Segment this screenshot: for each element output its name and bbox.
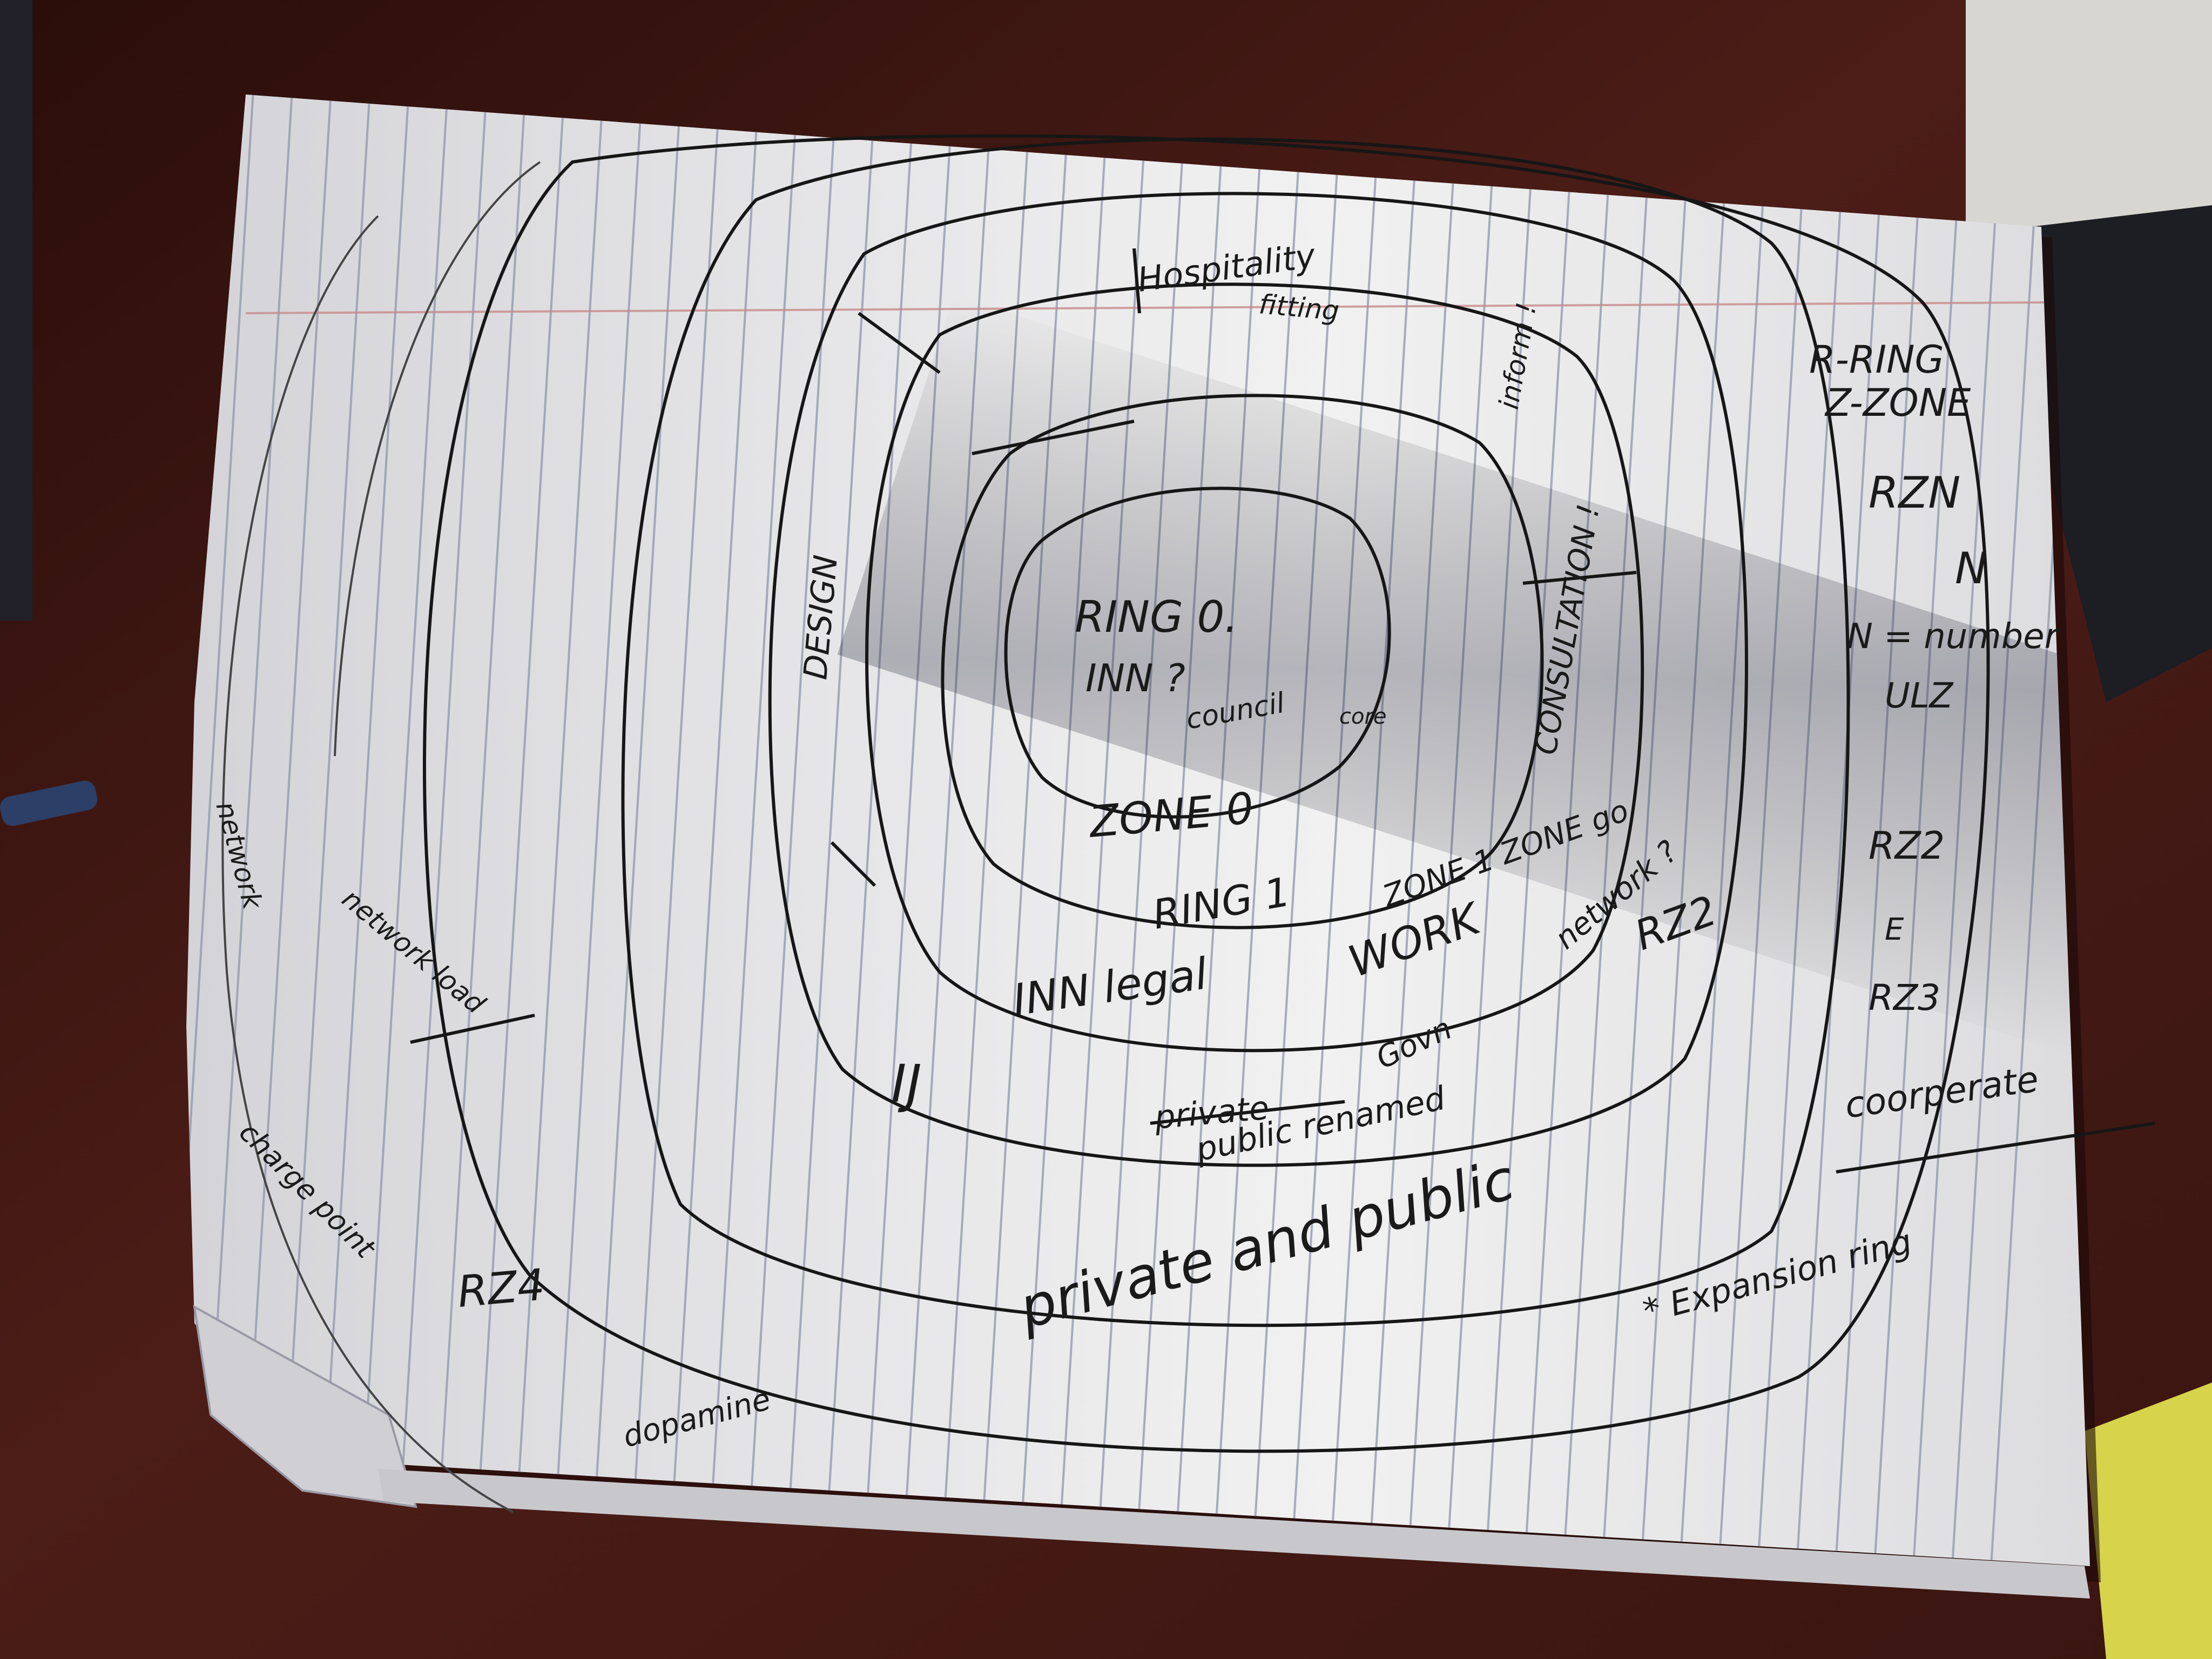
margin-line xyxy=(245,301,2047,314)
fitting-label: fitting xyxy=(1258,288,1340,327)
rule-line xyxy=(394,95,488,1566)
rule-line xyxy=(1327,95,1421,1566)
radiator xyxy=(1966,0,2212,232)
ring-3 xyxy=(768,192,1749,1167)
strike-line xyxy=(1150,1100,1345,1125)
rule-line xyxy=(666,95,760,1566)
rule-line xyxy=(822,95,916,1566)
cloth-pile xyxy=(2031,205,2212,702)
tick-mark xyxy=(830,841,876,887)
rule-line xyxy=(1094,95,1188,1566)
legend-underline xyxy=(1836,1122,2155,1174)
ring-innermost xyxy=(1004,487,1391,819)
ring-4 xyxy=(621,137,1850,1327)
rule-line xyxy=(1211,95,1305,1566)
rule-line xyxy=(186,95,255,1566)
legend-line-4: N xyxy=(1955,543,1987,594)
rule-line xyxy=(316,95,410,1566)
legend-line-3: RZN xyxy=(1869,468,1960,518)
ring-5 xyxy=(422,134,1990,1453)
tick-mark xyxy=(858,312,941,374)
curled-corner xyxy=(193,1305,417,1508)
tick-mark xyxy=(1132,248,1141,314)
rule-line xyxy=(705,95,799,1566)
ring-7-pencil xyxy=(334,161,541,757)
tick-mark xyxy=(1522,571,1637,585)
rule-line xyxy=(278,95,372,1566)
rule-line xyxy=(744,95,838,1566)
rule-line xyxy=(550,95,644,1566)
legend-line-8: E xyxy=(1885,912,1904,947)
laptop-edge xyxy=(0,0,32,621)
ring-2 xyxy=(865,282,1644,1053)
tick-mark xyxy=(972,420,1135,455)
legend-line-6: ULZ xyxy=(1885,676,1954,716)
legend-line-5: N = number xyxy=(1847,617,2061,657)
inn-label: INN ? xyxy=(1085,656,1185,700)
legend-line-1: R-RING xyxy=(1809,338,1944,382)
paper-sheet xyxy=(186,95,2090,1566)
rule-line xyxy=(433,95,527,1566)
ij-label: IJ xyxy=(891,1054,922,1114)
rule-line xyxy=(783,95,877,1566)
rule-line xyxy=(1250,95,1344,1566)
rz4-label: RZ4 xyxy=(456,1259,547,1317)
rule-line xyxy=(1133,95,1227,1566)
rule-line xyxy=(511,95,605,1566)
rule-line xyxy=(1172,95,1266,1566)
rule-line xyxy=(1055,95,1149,1566)
rule-line xyxy=(628,95,721,1566)
ruled-lines xyxy=(186,95,2090,1566)
legend-line-7: RZ2 xyxy=(1869,824,1945,868)
pen xyxy=(0,780,98,826)
ring-1 xyxy=(941,394,1544,929)
yellow-object xyxy=(2085,1382,2212,1659)
rule-line xyxy=(1016,95,1110,1566)
core-label: core xyxy=(1339,704,1387,729)
ring-diagram xyxy=(221,134,2155,1513)
tick-mark xyxy=(410,1014,535,1044)
rule-line xyxy=(589,95,683,1566)
shadow-band xyxy=(837,295,2090,1055)
legend-line-9: RZ3 xyxy=(1869,977,1940,1019)
rule-line xyxy=(355,95,449,1566)
rule-line xyxy=(472,95,566,1566)
page-stack-edge xyxy=(378,1469,2090,1599)
rule-line xyxy=(1289,95,1382,1566)
legend-line-2: Z-ZONE xyxy=(1824,381,1971,425)
ring0-label: RING 0. xyxy=(1075,592,1238,642)
rule-line xyxy=(861,95,955,1566)
ring-6-pencil xyxy=(221,215,514,1513)
